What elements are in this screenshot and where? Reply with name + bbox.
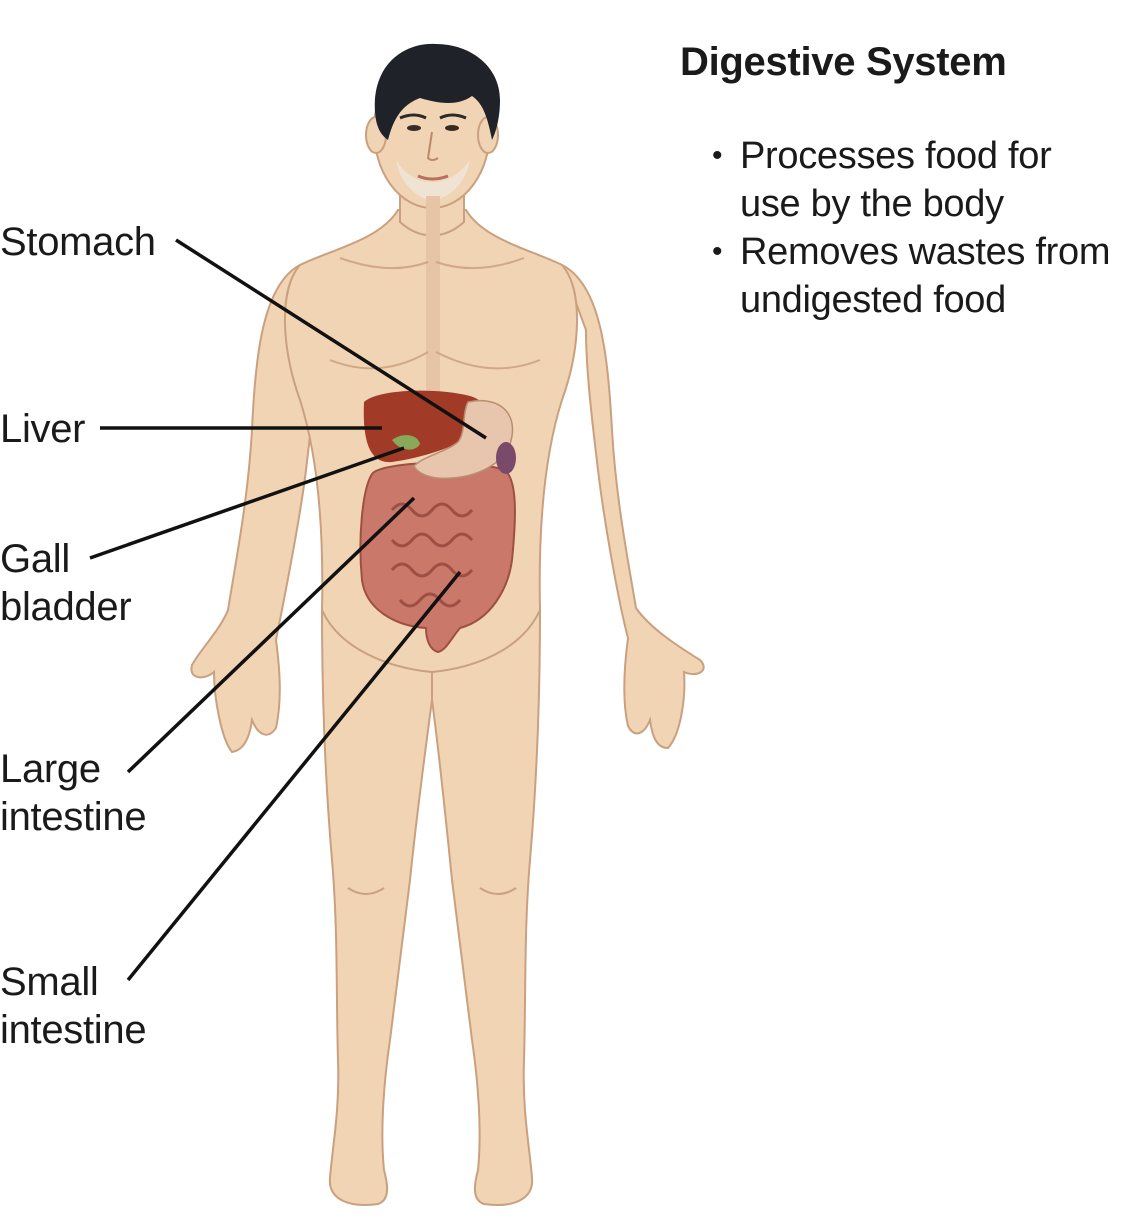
small-intestine-leader <box>126 570 462 982</box>
right-eyebrow <box>439 113 467 120</box>
nose <box>426 131 439 161</box>
label-gallbladder: Gall bladder <box>0 537 132 629</box>
right-eye <box>445 125 459 131</box>
spleen <box>496 442 516 474</box>
small-intestine-coils <box>390 502 474 608</box>
function-item: • Processes food for use by the body <box>712 132 1122 228</box>
function-list: • Processes food for use by the body • Rem… <box>712 132 1122 324</box>
mouth <box>417 174 449 181</box>
label-small-intestine: Small intestine <box>0 960 147 1052</box>
label-liver: Liver <box>0 407 86 451</box>
hair <box>374 43 500 140</box>
left-eye <box>407 125 421 131</box>
bullet-dot-icon: • <box>712 139 723 172</box>
left-arm <box>190 263 320 754</box>
right-arm <box>560 262 705 750</box>
large-intestine-leader <box>126 496 416 774</box>
salivary-glands <box>396 160 470 200</box>
esophagus <box>426 196 440 396</box>
gallbladder-leader <box>89 446 405 560</box>
collarbone-line <box>339 257 525 270</box>
gallbladder <box>392 435 420 450</box>
stomach <box>413 399 514 480</box>
function-text: Processes food for use by the body <box>740 135 1052 225</box>
diagram-title: Digestive System <box>680 40 1007 84</box>
label-large-intestine: Large intestine <box>0 747 147 839</box>
left-eyebrow <box>399 113 427 120</box>
function-text: Removes wastes from undigested food <box>740 231 1111 321</box>
stomach-leader <box>175 238 487 440</box>
leader-lines <box>89 238 487 982</box>
right-leg <box>431 608 542 1206</box>
liver <box>363 390 489 463</box>
label-stomach: Stomach <box>0 220 156 264</box>
left-leg <box>320 608 433 1206</box>
bullet-dot-icon: • <box>712 235 723 268</box>
function-item: • Removes wastes from undigested food <box>712 228 1122 324</box>
human-body <box>190 43 705 1206</box>
knee-lines <box>347 887 517 895</box>
